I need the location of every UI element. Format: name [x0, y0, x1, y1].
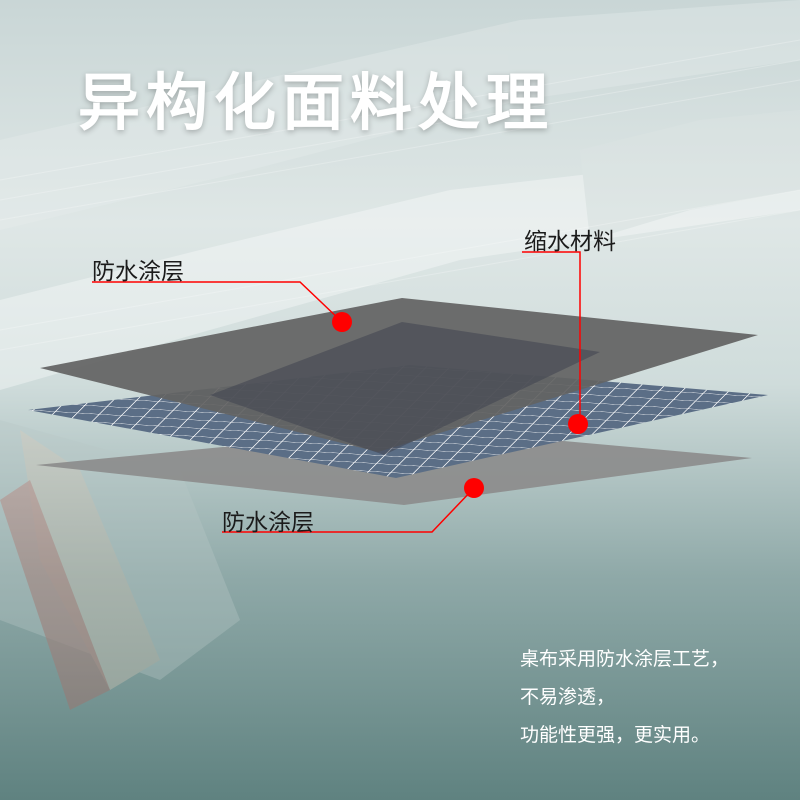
marker-top-waterproof: [332, 312, 352, 332]
top-layer-dark-overlay: [210, 322, 600, 455]
marker-bottom-waterproof: [464, 478, 484, 498]
description-line-2: 不易渗透，: [520, 686, 616, 708]
callout-line-top-right: [522, 251, 581, 424]
label-shrink-material: 缩水材料: [524, 229, 616, 255]
callout-line-bottom: [222, 487, 475, 533]
label-waterproof-top: 防水涂层: [92, 259, 184, 285]
marker-shrink: [568, 414, 588, 434]
description-line-1: 桌布采用防水涂层工艺，: [520, 648, 730, 670]
label-waterproof-bottom: 防水涂层: [222, 510, 314, 536]
callout-line-top-left: [92, 281, 343, 323]
description-block: 桌布采用防水涂层工艺， 不易渗透， 功能性更强，更实用。: [520, 640, 780, 754]
page-title: 异构化面料处理: [78, 66, 555, 139]
description-line-3: 功能性更强，更实用。: [520, 724, 711, 746]
